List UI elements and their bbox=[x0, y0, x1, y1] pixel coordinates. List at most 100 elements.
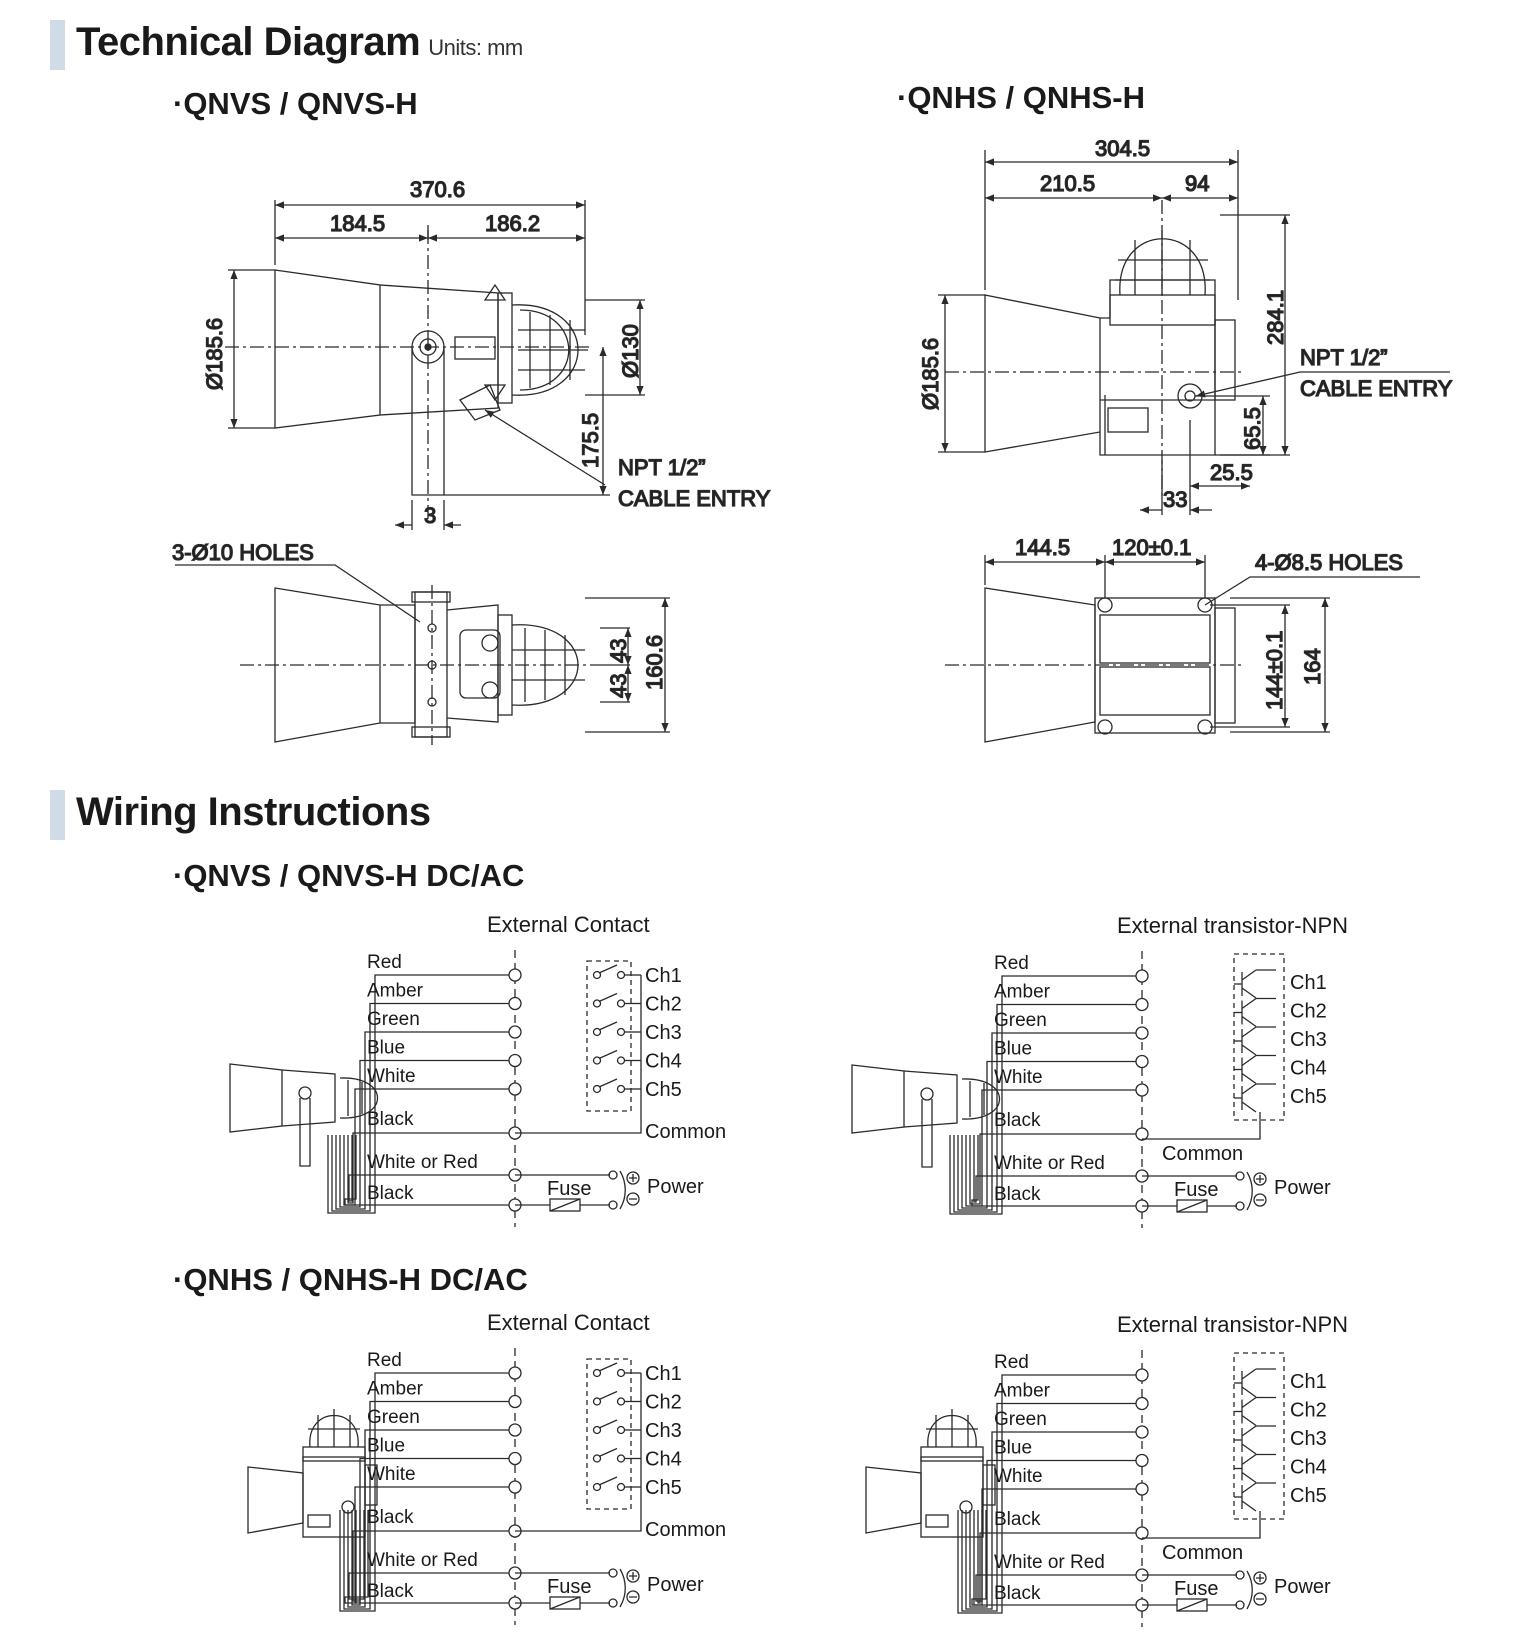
qnvs-dim-height: 175.5 bbox=[578, 413, 603, 468]
fuse-label: Fuse bbox=[1174, 1578, 1218, 1600]
qnvs-dim-right: 186.2 bbox=[485, 211, 540, 236]
qnhs-dim-dia: Ø185.6 bbox=[918, 338, 943, 410]
qnhs-dim-33: 33 bbox=[1163, 487, 1187, 512]
qnhs-cable-entry-label: CABLE ENTRY bbox=[1300, 376, 1453, 401]
channel-label-4: Ch4 bbox=[1290, 1058, 1327, 1080]
wire-label-blue: Blue bbox=[367, 1436, 405, 1457]
fuse-label: Fuse bbox=[547, 1178, 591, 1200]
qnhs-npt-label: NPT 1/2” bbox=[1300, 345, 1388, 370]
channel-label-5: Ch5 bbox=[645, 1079, 682, 1101]
wire-label-red: Red bbox=[367, 952, 402, 973]
fuse-label: Fuse bbox=[1174, 1179, 1218, 1201]
qnvs-cable-entry-label: CABLE ENTRY bbox=[618, 486, 771, 511]
common-label: Common bbox=[1162, 1542, 1243, 1564]
power-label: Power bbox=[647, 1574, 704, 1596]
qnvs-dim-43a: 43 bbox=[606, 639, 631, 663]
units-label: Units: mm bbox=[428, 35, 523, 60]
qnhs-dim-right: 94 bbox=[1185, 171, 1209, 196]
wire-label-white: White bbox=[994, 1067, 1043, 1088]
wire-label-blue: Blue bbox=[994, 1039, 1032, 1060]
channel-label-5: Ch5 bbox=[645, 1477, 682, 1499]
channel-label-2: Ch2 bbox=[1290, 1001, 1327, 1023]
qnhs-dim-1445: 144.5 bbox=[1015, 535, 1070, 560]
wire-label-black-power: Black bbox=[994, 1184, 1041, 1205]
qnhs-dim-left: 210.5 bbox=[1040, 171, 1095, 196]
wire-label-white-or-red: White or Red bbox=[994, 1153, 1105, 1174]
qnhs-dim-120: 120±0.1 bbox=[1112, 535, 1191, 560]
wire-label-green: Green bbox=[994, 1409, 1047, 1430]
qnvs-side-view bbox=[225, 200, 645, 530]
external-contact-title: External Contact bbox=[487, 1310, 650, 1335]
wire-label-black: Black bbox=[367, 1109, 414, 1130]
wire-label-white-or-red: White or Red bbox=[367, 1550, 478, 1571]
channel-label-3: Ch3 bbox=[1290, 1029, 1327, 1051]
wire-label-green: Green bbox=[367, 1009, 420, 1030]
qnhs-dim-655: 65.5 bbox=[1240, 407, 1265, 450]
qnhs-top-view bbox=[945, 555, 1420, 743]
wire-label-blue: Blue bbox=[367, 1038, 405, 1059]
power-label: Power bbox=[1274, 1177, 1331, 1199]
channel-label-5: Ch5 bbox=[1290, 1485, 1327, 1507]
qnhs-dim-height: 284.1 bbox=[1263, 290, 1288, 345]
qnhs-dim-255: 25.5 bbox=[1210, 460, 1253, 485]
qnvs-holes-label: 3-Ø10 HOLES bbox=[172, 540, 314, 565]
tech-qnvs-subtitle: ·QNVS / QNVS-H bbox=[173, 86, 418, 121]
wire-label-amber: Amber bbox=[994, 1381, 1051, 1402]
channel-label-3: Ch3 bbox=[645, 1022, 682, 1044]
wire-label-black-power: Black bbox=[367, 1581, 414, 1602]
qnvs-dim-pole: 3 bbox=[424, 503, 436, 528]
power-label: Power bbox=[647, 1176, 704, 1198]
wire-label-green: Green bbox=[367, 1407, 420, 1428]
tech-section-bar bbox=[50, 20, 65, 70]
channel-label-5: Ch5 bbox=[1290, 1086, 1327, 1108]
channel-label-4: Ch4 bbox=[645, 1051, 682, 1073]
wire-label-black-power: Black bbox=[994, 1583, 1041, 1604]
qnhs-dim-164: 164 bbox=[1300, 648, 1325, 685]
wire-label-amber: Amber bbox=[367, 981, 424, 1002]
tech-qnhs-subtitle: ·QNHS / QNHS-H bbox=[897, 80, 1145, 115]
qnvs-top-view bbox=[175, 564, 670, 745]
power-label: Power bbox=[1274, 1576, 1331, 1598]
wire-label-amber: Amber bbox=[367, 1379, 424, 1400]
qnhs-holes-label: 4-Ø8.5 HOLES bbox=[1255, 550, 1403, 575]
fuse-label: Fuse bbox=[547, 1576, 591, 1598]
wire-label-red: Red bbox=[994, 953, 1029, 974]
qnhs-dim-144: 144±0.1 bbox=[1262, 631, 1287, 710]
wire-label-blue: Blue bbox=[994, 1438, 1032, 1459]
wiring-section-bar bbox=[50, 790, 65, 840]
wire-label-red: Red bbox=[994, 1352, 1029, 1373]
common-label: Common bbox=[1162, 1143, 1243, 1165]
wire-label-white: White bbox=[367, 1066, 416, 1087]
qnvs-npt-label: NPT 1/2” bbox=[618, 455, 706, 480]
channel-label-4: Ch4 bbox=[645, 1449, 682, 1471]
wire-label-white: White bbox=[994, 1466, 1043, 1487]
channel-label-2: Ch2 bbox=[645, 994, 682, 1016]
channel-label-3: Ch3 bbox=[645, 1420, 682, 1442]
external-contact-title: External Contact bbox=[487, 912, 650, 937]
wire-label-white-or-red: White or Red bbox=[994, 1552, 1105, 1573]
wire-label-white-or-red: White or Red bbox=[367, 1152, 478, 1173]
external-npn-title: External transistor-NPN bbox=[1117, 1312, 1348, 1337]
channel-label-1: Ch1 bbox=[645, 1363, 682, 1385]
wire-label-black-power: Black bbox=[367, 1183, 414, 1204]
channel-label-2: Ch2 bbox=[645, 1392, 682, 1414]
qnhs-dim-overall: 304.5 bbox=[1095, 136, 1150, 161]
wire-label-black: Black bbox=[994, 1509, 1041, 1530]
common-label: Common bbox=[645, 1121, 726, 1143]
wire-label-red: Red bbox=[367, 1350, 402, 1371]
wire-label-black: Black bbox=[367, 1507, 414, 1528]
wiring-qnhs-subtitle: ·QNHS / QNHS-H DC/AC bbox=[173, 1262, 528, 1297]
channel-label-1: Ch1 bbox=[645, 965, 682, 987]
qnvs-dim-dia2: Ø130 bbox=[618, 324, 643, 378]
external-npn-title: External transistor-NPN bbox=[1117, 913, 1348, 938]
wiring-section-title: Wiring Instructions bbox=[76, 790, 431, 834]
wire-label-white: White bbox=[367, 1464, 416, 1485]
qnvs-dim-left: 184.5 bbox=[330, 211, 385, 236]
